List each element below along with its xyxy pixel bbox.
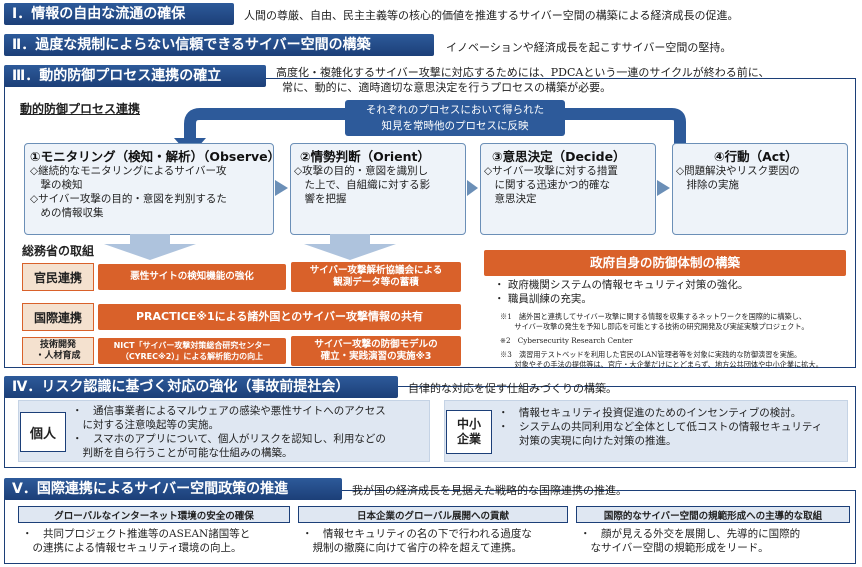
step-decide (480, 143, 656, 235)
sec5-col3-body: ・ 顔が見える外交を展開し、先導的に国際的 なサイバー空間の規範形成をリード。 (580, 528, 801, 554)
gov-bullet-2: ・ 職員訓練の充実。 (494, 293, 592, 305)
gov-title: 政府自身の防御体制の構築 (484, 250, 846, 276)
step-decide-body: ◇サイバー攻撃に対する措置 に関する迅速かつ的確な 意思決定 (484, 165, 618, 205)
gov-note-3b: 対象やその手法の提供等は、官庁・大企業だけにとどまらず、地方公共団体や中小企業に… (500, 360, 823, 369)
section-3-desc-1: 高度化・複雑化するサイバー攻撃に対応するためには、PDCAという一連のサイクルが… (276, 66, 770, 79)
section-2-desc: イノベーションや経済成長を起こすサイバー空間の堅持。 (446, 41, 732, 54)
row2-a: PRACTICE※1による諸外国とのサイバー攻撃情報の共有 (98, 304, 461, 330)
section-3-desc-2: 常に、動的に、適時適切な意思決定を行うプロセスの構築が必要。 (282, 81, 612, 94)
section-5-desc: 我が国の経済成長を見据えた戦略的な国際連携の推進。 (352, 484, 627, 497)
gov-bullet-1: ・ 政府機関システムの情報セキュリティ対策の強化。 (494, 279, 749, 291)
section-3-title: Ⅲ．動的防御プロセス連携の確立 (4, 65, 266, 87)
sec5-col3-head: 国際的なサイバー空間の規範形成への主導的な取組 (576, 506, 850, 523)
row1-a: 悪性サイトの検知機能の強化 (98, 264, 286, 290)
tag-rnd: 技術開発・人材育成 (22, 337, 94, 365)
sme-bullets: ・ 情報セキュリティ投資促進のためのインセンティブの検討。 ・ システムの共同利… (498, 407, 823, 447)
tag-international: 国際連携 (22, 303, 94, 331)
down-arrows (104, 234, 396, 260)
step-act-title: ④行動（Act） (714, 149, 798, 164)
individual-tag: 個人 (20, 412, 66, 452)
row3-a: NICT「サイバー攻撃対策総合研究センター（CYREC※2）」による解析能力の向… (98, 338, 286, 364)
sec5-col2-head: 日本企業のグローバル展開への貢献 (298, 506, 568, 523)
gov-note-3: ※3 演習用テストベッドを利用した官民のLAN管理者等を対象に実践的な防御演習を… (500, 350, 802, 359)
section-1-desc: 人間の尊厳、自由、民主主義等の核心的価値を推進するサイバー空間の構築による経済成… (244, 9, 739, 22)
step-orient (290, 143, 466, 235)
row3-b: サイバー攻撃の防御モデルの確立・実践演習の実施※3 (291, 336, 461, 366)
sec5-col1-body: ・ 共同プロジェクト推進等のASEAN諸国等と の連携による情報セキュリティ環境… (22, 528, 251, 554)
individual-box (18, 400, 430, 462)
individual-bullets: ・ 通信事業者によるマルウェアの感染や悪性サイトへのアクセス に対する注意喚起等… (72, 405, 386, 459)
sme-tag: 中小企業 (446, 410, 492, 454)
sec5-col2-body: ・ 情報セキュリティの名の下で行われる過度な 規制の撤廃に向けて省庁の枠を超えて… (302, 528, 532, 554)
step-arrows (275, 180, 670, 196)
process-label: 動的防御プロセス連携 (20, 102, 141, 116)
tag-public-private: 官民連携 (22, 263, 94, 291)
step-observe-body: ◇継続的なモニタリングによるサイバー攻 撃の検知◇サイバー攻撃の目的・意図を判別… (30, 165, 227, 219)
sec5-col1-head: グローバルなインターネット環境の安全の確保 (18, 506, 290, 523)
section-4-title: Ⅳ．リスク認識に基づく対応の強化（事故前提社会） (4, 376, 398, 398)
section-4-desc: 自律的な対応を促す仕組みづくりの構築。 (408, 382, 617, 395)
feedback-box: それぞれのプロセスにおいて得られた 知見を常時他のプロセスに反映 (345, 100, 565, 136)
gov-note-1: ※1 諸外国と連携してサイバー攻撃に関する情報を収集するネットワークを国際的に構… (500, 312, 807, 321)
step-act (672, 143, 848, 235)
row1-b: サイバー攻撃解析協議会による観測データ等の蓄積 (291, 262, 461, 292)
step-orient-body: ◇攻撃の目的・意図を識別し た上で、自組織に対する影 響を把握 (294, 165, 431, 205)
mic-label: 総務省の取組 (22, 244, 95, 258)
step-observe-title: ①モニタリング（検知・解析）（Observe） (30, 149, 281, 164)
section-1-title: Ⅰ．情報の自由な流通の確保 (4, 3, 234, 25)
step-orient-title: ②情勢判断（Orient） (300, 149, 431, 164)
section-5-frame (4, 490, 856, 564)
section-2-title: Ⅱ．過度な規制によらない信頼できるサイバー空間の構築 (4, 34, 434, 56)
section-5-title: Ⅴ．国際連携によるサイバー空間政策の推進 (4, 478, 342, 500)
step-decide-title: ③意思決定（Decide） (492, 149, 626, 164)
feedback-line-2: 知見を常時他のプロセスに反映 (381, 120, 529, 132)
step-act-body: ◇問題解決やリスク要因の 排除の実施 (676, 165, 800, 191)
gov-note-1b: サイバー攻撃の発生を予知し即応を可能とする技術の研究開発及び実証実験プロジェクト… (500, 322, 809, 331)
sme-box (444, 400, 848, 462)
feedback-line-1: それぞれのプロセスにおいて得られた (365, 104, 545, 116)
gov-note-2: ※2 Cybersecurity Research Center (500, 336, 633, 345)
